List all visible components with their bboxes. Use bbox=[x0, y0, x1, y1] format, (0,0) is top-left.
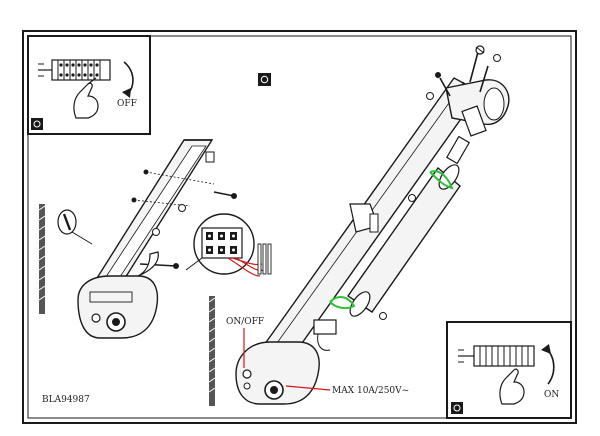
step-marker-icon bbox=[31, 118, 43, 130]
terminal-zoom bbox=[185, 213, 255, 275]
rotate-arrow-icon bbox=[541, 344, 555, 385]
lamp-base bbox=[235, 341, 320, 405]
wall-hatch bbox=[208, 296, 216, 406]
lamp-arm bbox=[260, 77, 482, 361]
callout-leader-red bbox=[243, 328, 331, 391]
end-cap bbox=[445, 79, 510, 137]
left-assembly bbox=[38, 139, 272, 339]
hand-pointer-icon bbox=[499, 368, 525, 405]
step-marker-icon bbox=[258, 73, 271, 86]
label-on-off: ON/OFF bbox=[226, 317, 264, 327]
label-max-rating: MAX 10A/250V~ bbox=[332, 386, 409, 396]
terminal-block bbox=[38, 59, 111, 81]
inset-switch-on: ON bbox=[446, 321, 572, 419]
hand-pointer-icon bbox=[73, 77, 99, 119]
clip-green bbox=[329, 170, 454, 310]
page-frame bbox=[22, 30, 577, 424]
step-marker-icon bbox=[451, 402, 463, 414]
rotate-arrow-icon bbox=[122, 61, 134, 98]
screw-icon bbox=[131, 169, 237, 269]
inset-switch-off: OFF bbox=[27, 35, 151, 135]
wall-hatch bbox=[38, 204, 46, 314]
right-assembly: ON/OFF MAX 10A/250V~ bbox=[208, 45, 510, 406]
lamp-base bbox=[77, 251, 159, 339]
model-code: BLA94987 bbox=[42, 395, 90, 405]
terminal-block-on bbox=[458, 345, 535, 367]
wire-connector bbox=[257, 243, 272, 275]
label-off: OFF bbox=[117, 99, 137, 109]
screw-icon bbox=[435, 45, 489, 97]
switch-detail bbox=[313, 319, 337, 351]
screwdriver-icon bbox=[57, 209, 93, 245]
lamp-shade bbox=[347, 135, 471, 317]
label-on: ON bbox=[544, 390, 559, 400]
